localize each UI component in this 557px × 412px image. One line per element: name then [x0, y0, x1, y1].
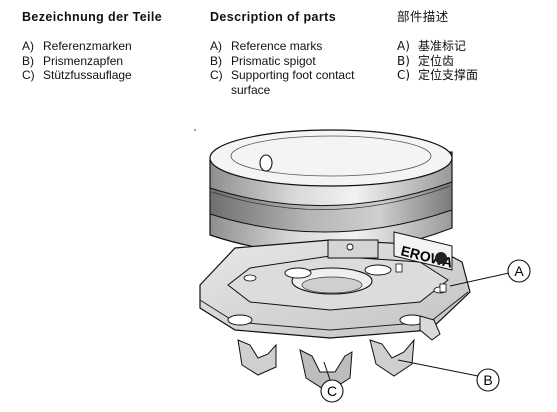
callout-a: A	[449, 259, 531, 287]
legend-key: B)	[210, 53, 222, 68]
legend-key: C)	[210, 68, 223, 82]
legend-key: A)	[22, 39, 34, 53]
legend-text: Supporting foot contact surface	[231, 68, 355, 97]
reference-mark	[439, 283, 447, 293]
legend-key: A)	[397, 39, 410, 53]
callout-a-label: A	[514, 263, 524, 279]
prismatic-spigots	[237, 315, 441, 393]
legend-text: Prismenzapfen	[43, 53, 124, 68]
legend-item-a: A) Referenzmarken	[22, 39, 202, 54]
legend-list-chinese: A) 基准标记 B) 定位齿 C) 定位支撑面	[397, 39, 547, 83]
legend-column-german: Bezeichnung der Teile A) Referenzmarken B…	[22, 9, 202, 83]
legend-item-a: A) Reference marks	[210, 39, 390, 54]
legend-column-english: Description of parts A) Reference marks B…	[210, 9, 390, 97]
stray-dot	[194, 129, 196, 131]
legend-key: B)	[22, 53, 34, 68]
legend-key: A)	[210, 39, 222, 53]
clamping-plate	[199, 239, 471, 339]
legend-heading-german: Bezeichnung der Teile	[22, 10, 163, 24]
legend-key: C)	[397, 68, 411, 82]
reference-mark	[395, 263, 403, 273]
legend-list-german: A) Referenzmarken B) Prismenzapfen C) Stütz…	[22, 39, 202, 83]
callout-b: B	[397, 359, 500, 392]
legend-text: Referenzmarken	[43, 39, 132, 53]
legend-heading-english: Description of parts	[210, 10, 337, 24]
legend-item-a: A) 基准标记	[397, 39, 547, 54]
legend-text: Prismatic spigot	[231, 53, 316, 68]
legend-text: 基准标记	[418, 39, 467, 53]
legend-item-c: C) Stützfussauflage	[22, 68, 202, 83]
legend-item-b: B) 定位齿	[397, 54, 547, 69]
chuck-body	[209, 129, 453, 254]
legend-column-chinese: 部件描述 A) 基准标记 B) 定位齿 C) 定位支撑面	[397, 9, 547, 83]
legend-text: 定位支撑面	[418, 68, 479, 82]
callout-b-label: B	[483, 372, 492, 388]
legend-list-english: A) Reference marks B) Prismatic spigot C) S…	[210, 39, 390, 97]
legend-key: B)	[397, 53, 410, 68]
legend-item-c: C) 定位支撑面	[397, 68, 547, 83]
legend-heading-chinese: 部件描述	[397, 9, 449, 24]
side-hole	[259, 154, 273, 172]
callout-c-label: C	[327, 383, 337, 399]
legend-item-b: B) Prismatic spigot	[210, 54, 390, 69]
legend-text: Reference marks	[231, 39, 323, 53]
legend-text: Stützfussauflage	[43, 68, 132, 82]
legend-item-b: B) Prismenzapfen	[22, 54, 202, 69]
legend-text: 定位齿	[418, 53, 455, 68]
callout-c: C	[320, 361, 344, 403]
legend-key: C)	[22, 68, 35, 82]
legend-item-c: C) Supporting foot contact surface	[210, 68, 390, 97]
